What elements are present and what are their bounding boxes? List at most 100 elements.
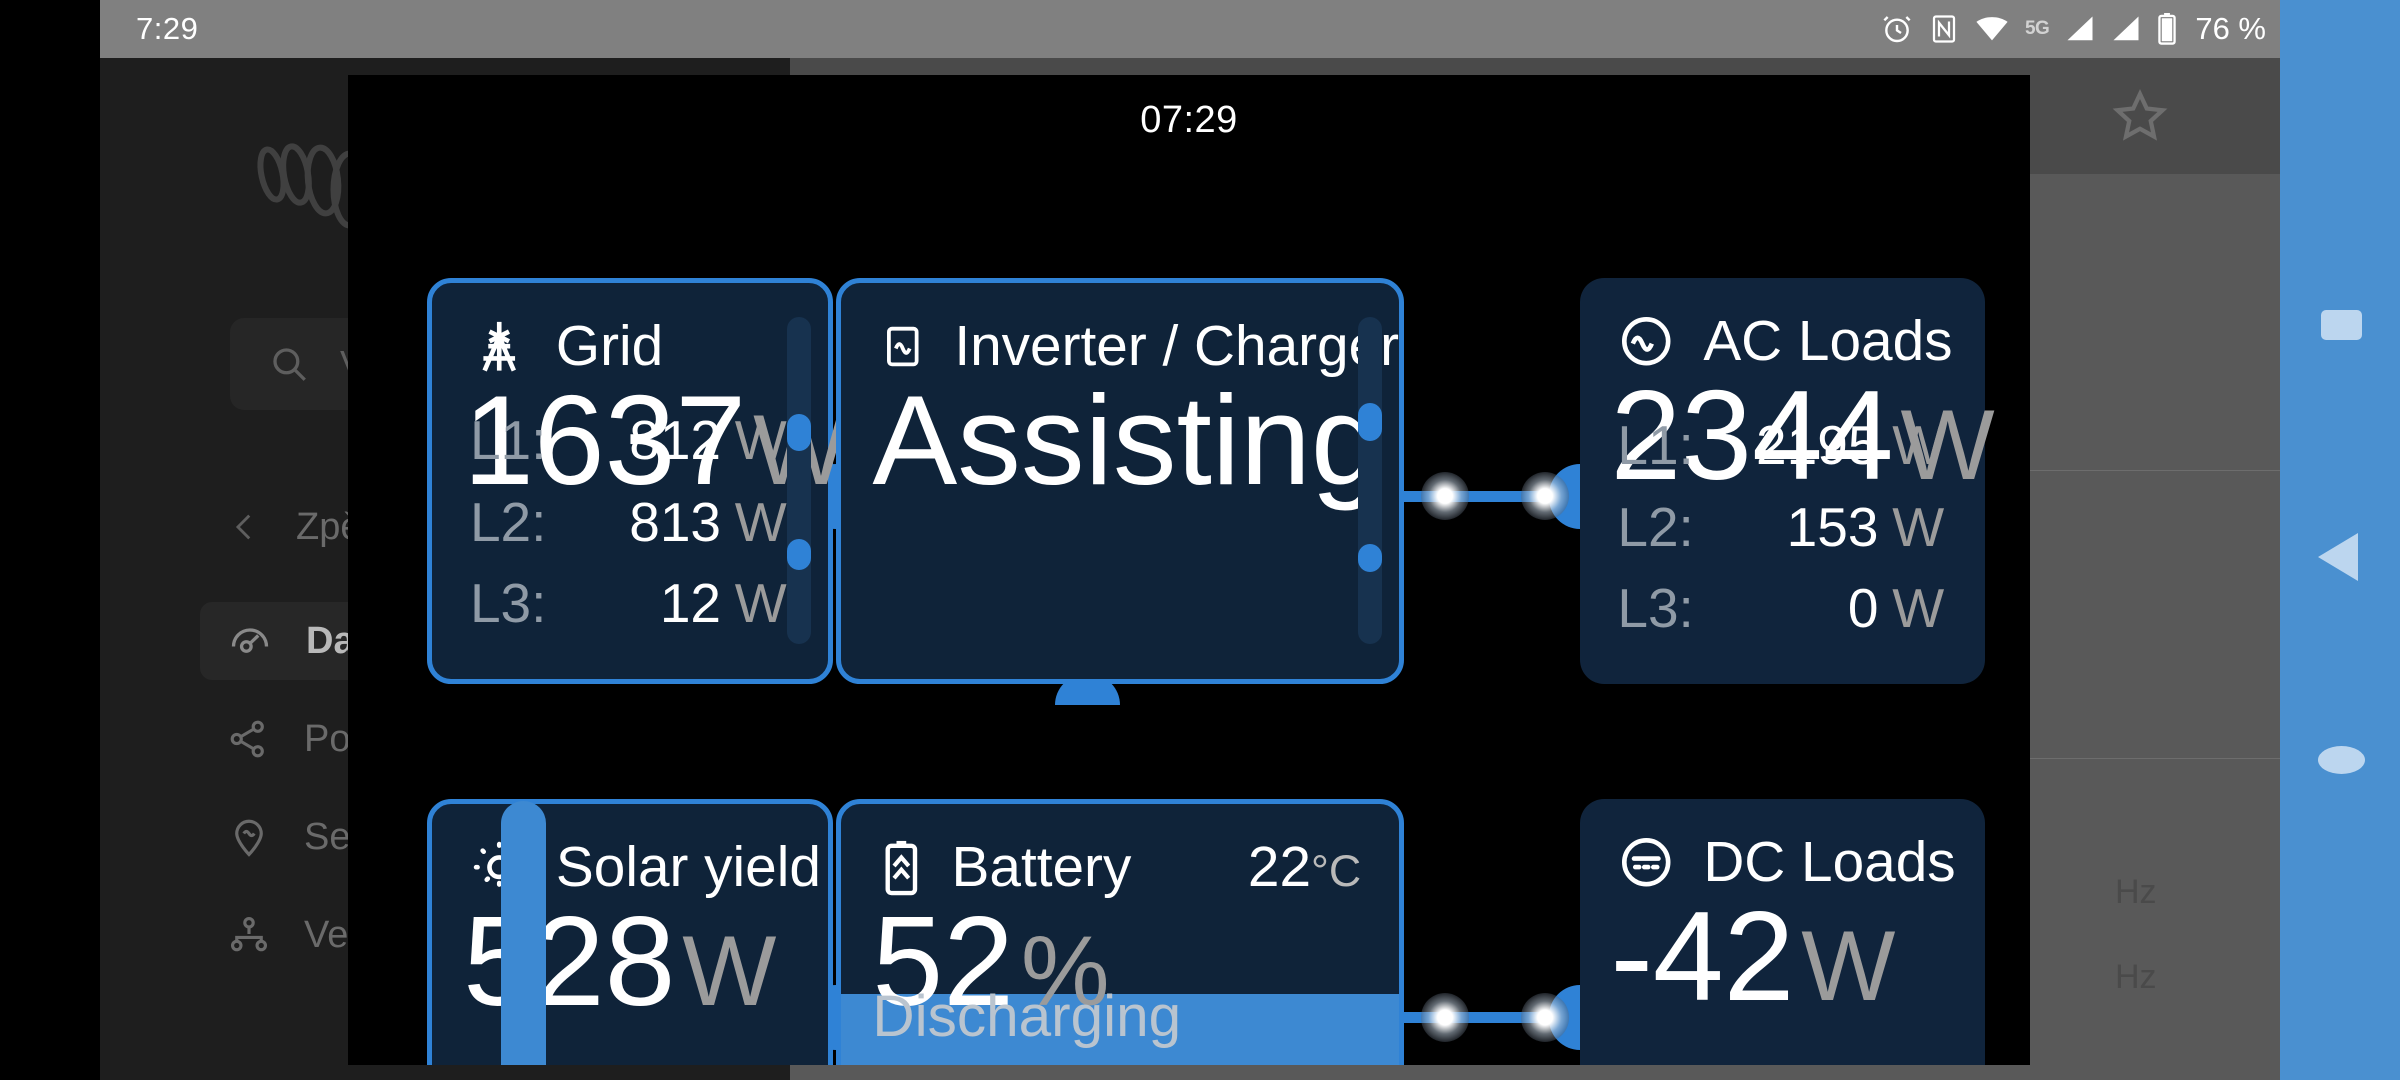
wifi-icon bbox=[1976, 17, 2008, 41]
flow-dot bbox=[1521, 472, 1570, 521]
battery-temperature: 22°C bbox=[1247, 836, 1362, 900]
status-clock: 7:29 bbox=[136, 11, 199, 46]
card-inverter[interactable]: Inverter / Charger Assisting bbox=[836, 277, 1405, 684]
card-value-unit: % bbox=[1020, 915, 1110, 1027]
recents-button[interactable] bbox=[2321, 310, 2362, 340]
share-nodes-icon bbox=[230, 720, 264, 758]
nfc-icon bbox=[1932, 15, 1956, 43]
pylon-icon bbox=[482, 322, 516, 372]
android-status-bar: 7:29 5G 76 % bbox=[100, 0, 2280, 58]
card-header: DC Loads bbox=[1580, 799, 1986, 895]
signal-icon bbox=[2067, 16, 2093, 41]
card-value-unit: W bbox=[1900, 389, 1995, 501]
battery-icon bbox=[885, 841, 918, 896]
card-value-number: 2344 bbox=[1610, 363, 1894, 506]
card-value: Assisting bbox=[872, 368, 1382, 511]
phase-meter bbox=[787, 839, 811, 1066]
solar-history-bar bbox=[500, 801, 546, 1065]
star-icon[interactable] bbox=[2110, 86, 2170, 146]
phase-label: L1: bbox=[469, 409, 547, 472]
card-header: AC Loads bbox=[1580, 278, 1986, 374]
card-value-number: 528 bbox=[463, 889, 676, 1032]
card-header: Grid bbox=[432, 283, 828, 379]
card-value-number: -42 bbox=[1610, 884, 1795, 1027]
chevron-left-icon bbox=[235, 514, 251, 540]
flow-dot bbox=[1521, 993, 1570, 1042]
home-button[interactable] bbox=[2318, 746, 2365, 774]
status-icons: 5G 76 % bbox=[1881, 11, 2266, 47]
battery-time-remaining: 9d 23h bbox=[872, 1055, 1051, 1065]
phase-label: L1: bbox=[1617, 414, 1694, 477]
network-type-label: 5G bbox=[2024, 18, 2050, 39]
map-pin-icon bbox=[235, 819, 263, 857]
card-value-unit: W bbox=[1801, 910, 1896, 1022]
flow-dot bbox=[1421, 993, 1470, 1042]
card-title: Solar yield bbox=[555, 836, 821, 900]
battery-state: Discharging bbox=[872, 983, 1182, 1049]
phase-label: L2: bbox=[1617, 495, 1694, 558]
card-title: DC Loads bbox=[1703, 831, 1956, 895]
dc-icon bbox=[1622, 838, 1671, 887]
back-button[interactable] bbox=[2318, 533, 2358, 581]
list-value: Hz bbox=[2115, 873, 2157, 911]
battery-icon bbox=[2158, 13, 2177, 45]
alarm-icon bbox=[1883, 16, 1911, 43]
battery-percent-label: 76 % bbox=[2195, 11, 2266, 46]
list-value: Hz bbox=[2115, 958, 2157, 996]
phase-meter bbox=[786, 317, 811, 645]
card-value: 52% bbox=[841, 890, 1399, 1033]
gauge-icon bbox=[231, 628, 269, 653]
android-nav-bar bbox=[2280, 0, 2400, 1080]
phase-meter-segment bbox=[1357, 403, 1382, 442]
card-header: Inverter / Charger bbox=[841, 283, 1399, 379]
card-title: Grid bbox=[555, 314, 664, 378]
connector-inverter-acloads bbox=[1376, 491, 1566, 502]
phase-meter-segment bbox=[786, 413, 811, 452]
sitemap-icon bbox=[230, 916, 268, 952]
connector-battery-dcloads bbox=[1376, 1012, 1566, 1023]
battery-soc-fill bbox=[841, 994, 1400, 1065]
inverter-icon bbox=[887, 326, 919, 367]
card-battery[interactable]: Battery 22°C 52% Discharging 9d 23h 52.7… bbox=[836, 799, 1405, 1065]
phase-label: L3: bbox=[469, 572, 547, 634]
overview-dialog: 07:29 bbox=[348, 75, 2030, 1065]
card-value-number: 52 bbox=[872, 889, 1014, 1032]
phase-label: L3: bbox=[1617, 577, 1694, 639]
card-value-number: 1637 bbox=[463, 368, 747, 511]
card-header: Battery 22°C bbox=[841, 804, 1399, 900]
signal-icon bbox=[2113, 16, 2139, 41]
phase-label: L2: bbox=[469, 490, 547, 553]
flow-dot bbox=[1421, 472, 1470, 521]
phase-meter-segment bbox=[786, 539, 811, 571]
search-icon bbox=[273, 348, 306, 381]
card-header: Solar yield bbox=[432, 804, 828, 900]
card-title: Inverter / Charger bbox=[954, 314, 1400, 378]
ac-icon bbox=[1622, 317, 1671, 366]
card-title: AC Loads bbox=[1703, 309, 1953, 373]
card-value-unit: W bbox=[682, 915, 777, 1027]
card-title: Battery bbox=[951, 836, 1132, 900]
phase-meter bbox=[1357, 317, 1382, 645]
phase-meter-segment bbox=[1357, 544, 1382, 572]
